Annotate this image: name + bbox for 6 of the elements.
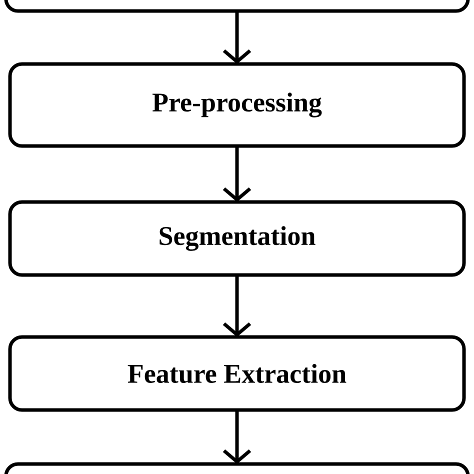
arrow [222,275,252,337]
process-box: Segmentation [8,200,466,277]
process-box [4,462,470,474]
process-box [4,0,470,13]
process-box: Pre-processing [8,62,466,148]
process-box: Feature Extraction [8,335,466,412]
